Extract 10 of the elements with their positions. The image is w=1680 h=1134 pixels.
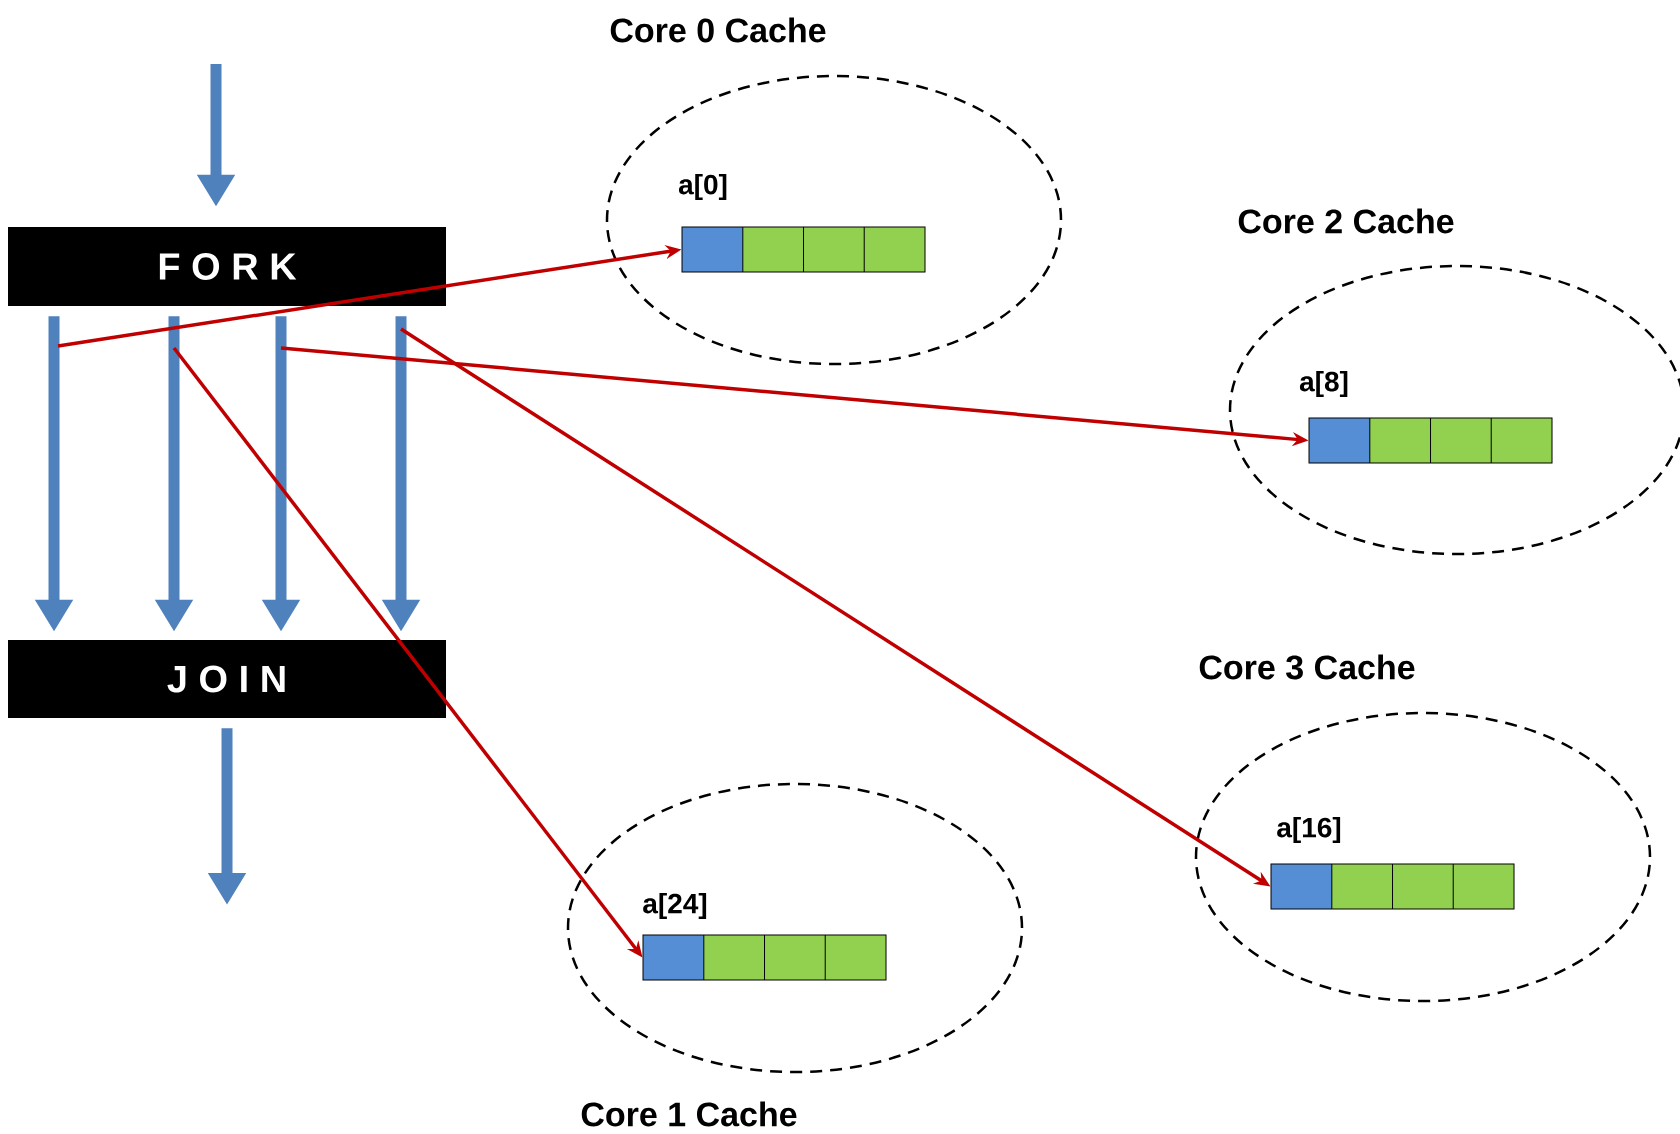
bar: F O R K bbox=[8, 227, 446, 306]
array-label: a[0] bbox=[678, 173, 727, 201]
cache-title: Core 3 Cache bbox=[1199, 654, 1415, 680]
bar: J O I N bbox=[8, 640, 446, 718]
array-label: a[24] bbox=[643, 892, 707, 920]
cache-title: Core 1 Cache bbox=[581, 1101, 797, 1127]
cache-title: Core 2 Cache bbox=[1238, 208, 1454, 234]
array-label: a[16] bbox=[1277, 816, 1341, 844]
cache-title: Core 0 Cache bbox=[610, 17, 826, 43]
array-label: a[8] bbox=[1299, 370, 1348, 398]
